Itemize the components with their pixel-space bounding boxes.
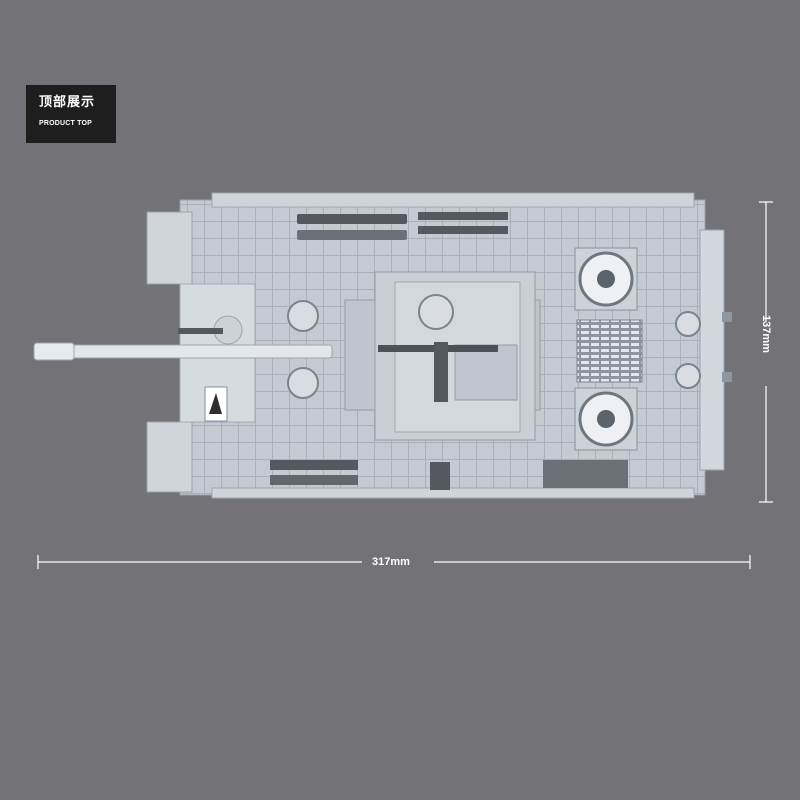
width-dimension-line <box>37 555 751 569</box>
product-top-label: 顶部展示 PRODUCT TOP <box>26 85 116 143</box>
engine-fans <box>574 247 638 451</box>
height-dimension-line <box>759 201 773 503</box>
title-chinese: 顶部展示 <box>39 95 96 110</box>
machine-gun <box>178 328 498 402</box>
width-dimension-label: 317mm <box>372 556 410 568</box>
height-dimension-label: 137mm <box>760 315 772 353</box>
emblem-icon <box>209 393 222 414</box>
title-english: PRODUCT TOP <box>39 120 93 127</box>
hatches <box>287 294 701 399</box>
engine-grille <box>576 319 643 383</box>
fender-tools <box>270 212 628 490</box>
main-gun <box>33 315 333 361</box>
